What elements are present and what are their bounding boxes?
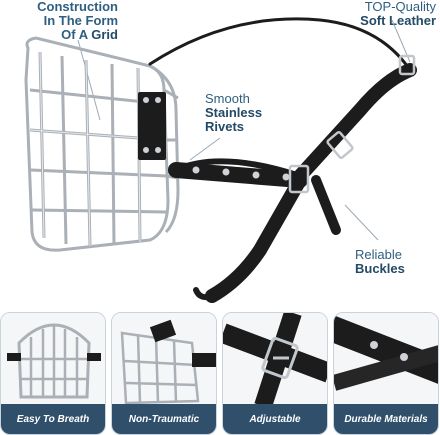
callout-rivets-line3: Rivets <box>205 119 245 134</box>
thumbnail-caption: Durable Materials <box>334 404 438 434</box>
thumbnail-easy-to-breath: Easy To Breath <box>0 312 106 435</box>
front-view-image <box>1 313 105 406</box>
callout-leather-line1: TOP-Quality <box>364 0 436 14</box>
basket-leather-tabs <box>138 92 166 160</box>
callout-construction-line2: In The Form <box>43 13 118 28</box>
feature-thumbnails: Easy To Breath Non-Traumatic Adjus <box>0 312 440 435</box>
thumbnail-non-traumatic: Non-Traumatic <box>111 312 217 435</box>
thumbnail-durable-materials: Durable Materials <box>333 312 439 435</box>
callout-buckles: Reliable Buckles <box>355 248 437 276</box>
callout-construction-line3: Of A Grid <box>0 28 118 42</box>
callout-leather: TOP-Quality Soft Leather <box>296 0 436 28</box>
thumbnail-caption: Easy To Breath <box>1 404 105 434</box>
leather-straps <box>148 17 417 303</box>
callout-pointer-lines <box>77 19 411 241</box>
callout-rivets: Smooth Stainless Rivets <box>205 92 315 134</box>
side-view-image <box>112 313 216 406</box>
thumbnail-caption: Non-Traumatic <box>112 404 216 434</box>
muzzle-product-image <box>24 17 417 303</box>
callout-rivets-line2: Stainless <box>205 105 263 120</box>
callout-construction-line1: Construction <box>37 0 118 14</box>
callout-rivets-line1: Smooth <box>205 91 250 106</box>
callout-construction: Construction In The Form Of A Grid <box>0 0 118 42</box>
leather-closeup-image <box>334 313 438 406</box>
callout-buckles-line1: Reliable <box>355 247 402 262</box>
strap-rivets <box>192 166 290 181</box>
callout-buckles-line2: Buckles <box>355 261 405 276</box>
buckle-closeup-image <box>223 313 327 406</box>
callout-construction-line3-strong: Grid <box>91 27 118 42</box>
thumbnail-caption: Adjustable <box>223 404 327 434</box>
strap-buckles <box>288 54 416 194</box>
callout-leather-line2: Soft Leather <box>360 13 436 28</box>
thumbnail-adjustable: Adjustable <box>222 312 328 435</box>
callout-construction-line3-prefix: Of A <box>61 27 92 42</box>
